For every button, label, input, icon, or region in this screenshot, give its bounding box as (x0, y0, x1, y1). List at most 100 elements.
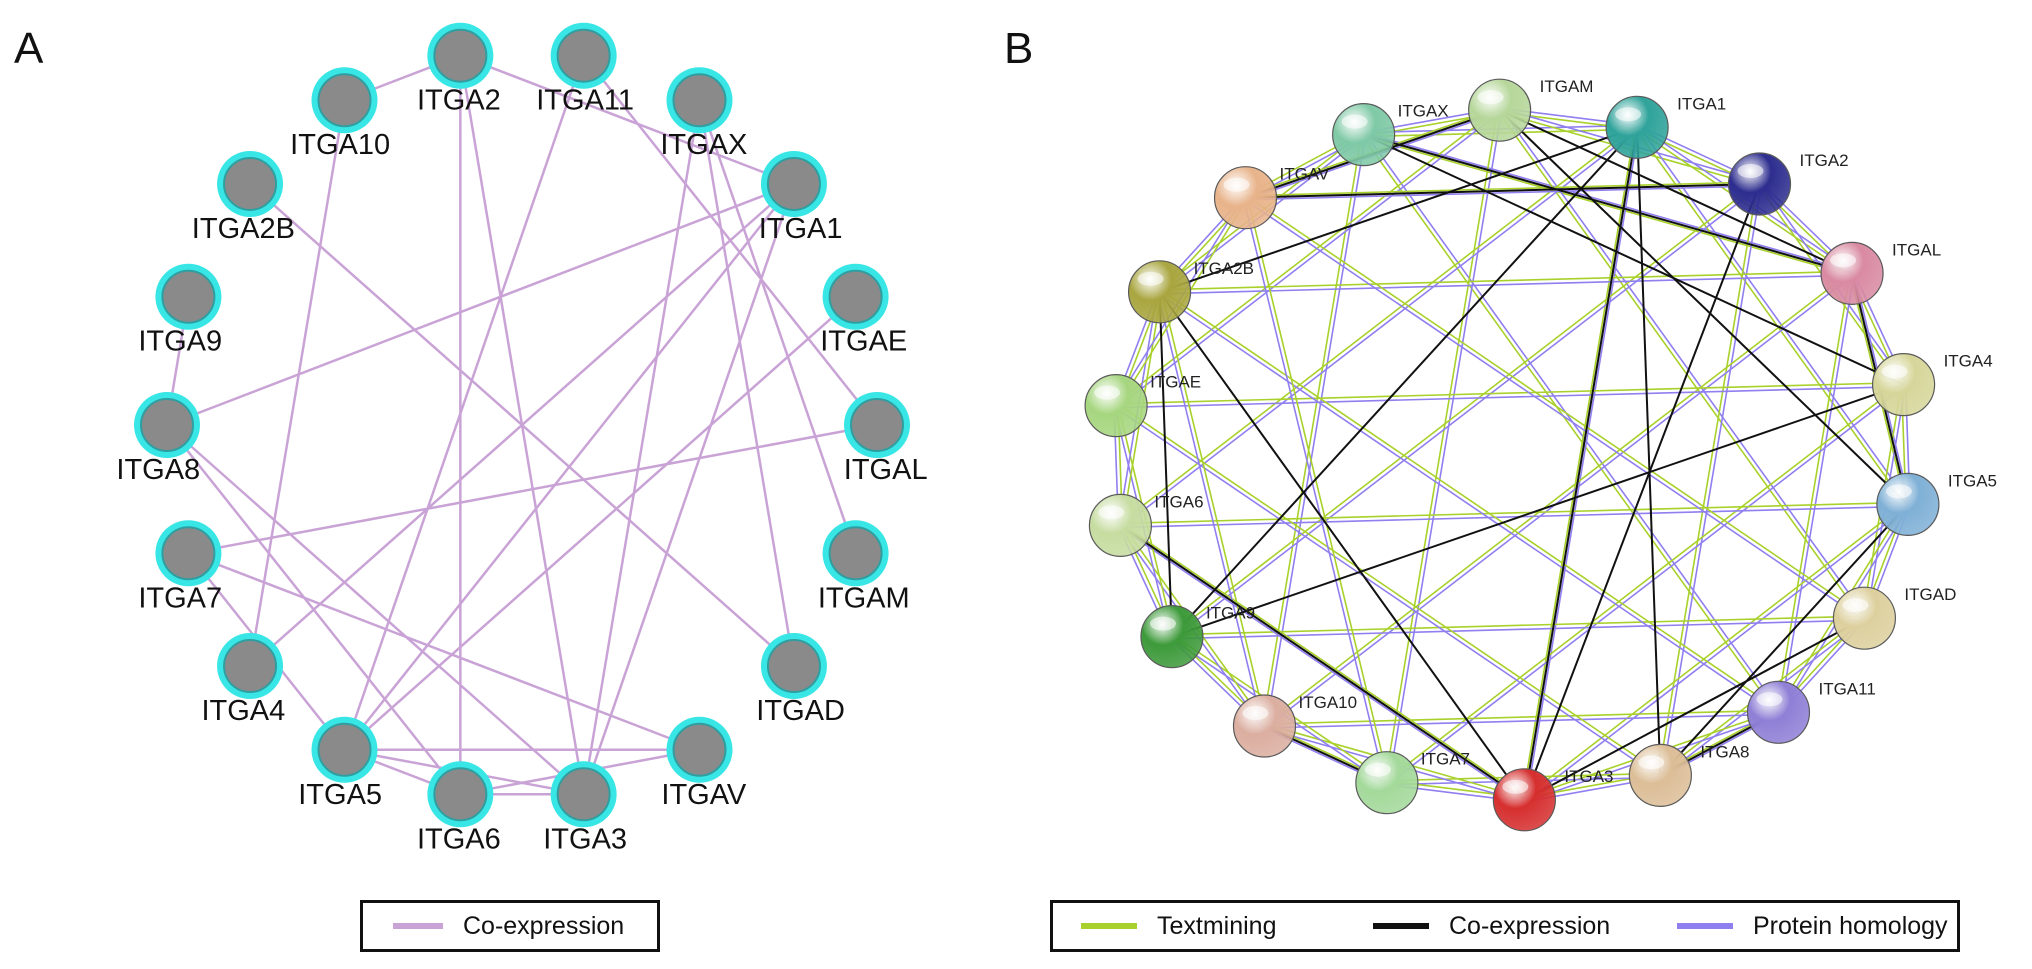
homology-edge (1661, 184, 1763, 776)
node-itgae (1084, 374, 1148, 438)
node-itgav (1213, 166, 1278, 230)
node-highlight (1885, 484, 1912, 499)
nodes: ITGAXITGAMITGA1ITGA2ITGALITGA4ITGA5ITGAD… (1084, 77, 1997, 832)
homology-edge (1363, 131, 1853, 273)
textmining-edge (1171, 615, 1865, 636)
node-highlight (1094, 385, 1121, 400)
homology-edge (1157, 292, 1778, 715)
node-itga8 (1628, 743, 1692, 807)
homology-edge (1264, 713, 1779, 729)
node-itga10 (1232, 694, 1297, 758)
textmining-edge (1384, 109, 1499, 783)
coexpression-edge (1499, 109, 1853, 275)
legend-homology: Protein homology (1677, 903, 1948, 949)
coexpression-edge (343, 55, 585, 751)
node-itga9 (161, 269, 216, 324)
homology-edge (1500, 108, 1867, 618)
panel-b-network: ITGAXITGAMITGA1ITGA2ITGALITGA4ITGA5ITGAD… (1084, 77, 1997, 832)
textmining-edge (1160, 289, 1781, 712)
node-label: ITGA2B (1194, 259, 1254, 278)
node-itga8 (140, 398, 194, 452)
homology-edge (1387, 385, 1906, 785)
node-label: ITGA1 (1677, 94, 1726, 113)
coexpression-edge (187, 552, 700, 751)
node-label: ITGA5 (1948, 471, 1997, 490)
coexpression-edge (1119, 524, 1525, 801)
node-itga6 (433, 767, 488, 822)
homology-edge (1116, 111, 1502, 408)
coexpression-edge (343, 295, 857, 751)
homology-edge (1245, 185, 1760, 201)
textmining-edge (1522, 502, 1908, 799)
node-label: ITGA10 (290, 129, 390, 161)
node-label: ITGA9 (138, 326, 222, 358)
coexpression-edge (1171, 126, 1638, 638)
legend-label: Protein homology (1753, 911, 1948, 940)
legend-swatch (1677, 923, 1733, 929)
legend-swatch (1081, 923, 1137, 929)
node-itgae (828, 269, 883, 324)
homology-edge (1114, 406, 1660, 778)
node-itgad (766, 639, 821, 694)
node-itga5 (1876, 472, 1940, 536)
node-itga7 (1355, 751, 1419, 815)
node-label: ITGAV (1280, 165, 1330, 184)
legend-label: Co-expression (1449, 911, 1611, 940)
node-itga3 (556, 767, 611, 822)
legend-swatch (393, 923, 443, 929)
node-itga2 (433, 28, 488, 83)
coexpression-edge (1523, 183, 1761, 801)
coexpression-edge (1523, 617, 1865, 801)
homology-edge (1779, 273, 1855, 713)
textmining-edge (1775, 272, 1851, 713)
legend-label: Co-expression (463, 911, 625, 940)
node-highlight (1223, 177, 1250, 192)
node-label: ITGAL (844, 454, 928, 486)
textmining-edge (1246, 197, 1390, 783)
node-highlight (1615, 107, 1642, 122)
panel-b-legend: Textmining Co-expression Protein homolog… (1050, 900, 1960, 952)
node-highlight (1098, 505, 1125, 520)
coexpression-edge (1245, 182, 1760, 199)
node-label: ITGA2 (1800, 151, 1849, 170)
homology-edge (1525, 127, 1640, 801)
homology-edge (1159, 274, 1853, 295)
node-itga2b (1127, 260, 1192, 324)
node-label: ITGA8 (1700, 742, 1749, 761)
textmining-edge (1170, 181, 1759, 636)
node-highlight (1737, 163, 1764, 178)
node-highlight (1881, 364, 1908, 379)
coexpression-edge (698, 99, 857, 554)
homology-edge (1243, 198, 1864, 621)
coexpression-edges (1119, 109, 1909, 801)
node-itgad (1832, 586, 1897, 650)
node-label: ITGA3 (543, 823, 627, 855)
node-highlight (1149, 616, 1176, 631)
coexpression-edge (188, 423, 878, 555)
node-itgal (850, 398, 904, 452)
node-highlight (1756, 692, 1783, 707)
node-label: ITGA7 (1421, 750, 1470, 769)
node-itgam (1468, 78, 1532, 142)
node-label: ITGA5 (298, 779, 382, 811)
textmining-edge (1521, 126, 1636, 800)
node-label: ITGAM (1540, 77, 1594, 96)
homology-edge (1118, 526, 1524, 803)
node-itgav (672, 722, 727, 777)
panel-a-letter: A (14, 24, 44, 73)
textmining-edge (1118, 125, 1637, 525)
textmining-edge (1385, 382, 1903, 782)
node-label: ITGAD (1904, 585, 1956, 604)
node-itgal (1820, 241, 1884, 305)
node-label: ITGAX (1398, 102, 1449, 121)
textmining-edge (1160, 291, 1268, 726)
node-itga4 (1871, 353, 1936, 417)
homology-edge (1242, 197, 1386, 784)
node-itga1 (766, 156, 821, 211)
homology-edge (1156, 292, 1264, 727)
textmining-edge (1159, 270, 1853, 291)
coexpression-edge (459, 54, 795, 186)
coexpression-edge (1158, 291, 1173, 637)
node-label: ITGAD (756, 695, 845, 727)
